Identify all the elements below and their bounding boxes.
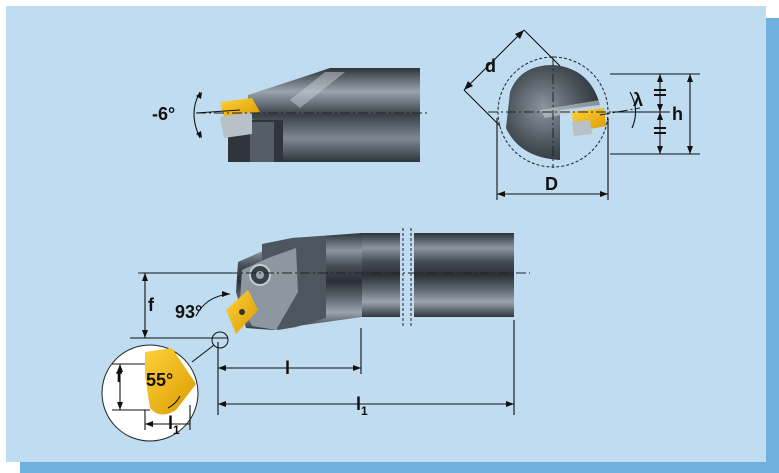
side-insert	[220, 98, 260, 117]
label-lambda: λ	[633, 90, 643, 110]
label-h: h	[672, 104, 683, 124]
label-l: l	[285, 358, 290, 378]
label-D: D	[545, 174, 558, 194]
label-detail-l1: l1	[168, 413, 180, 437]
main-view	[130, 228, 530, 415]
label-angle-neg6: -6°	[152, 104, 175, 124]
side-view	[193, 68, 430, 162]
label-d: d	[485, 56, 496, 76]
label-angle-93: 93°	[175, 302, 202, 322]
label-insert-angle: 55°	[146, 370, 173, 390]
insert-detail	[101, 344, 199, 442]
label-f: f	[148, 295, 155, 315]
end-view	[463, 29, 700, 200]
label-l1: l1	[356, 394, 368, 418]
label-detail-f: f	[116, 366, 123, 386]
